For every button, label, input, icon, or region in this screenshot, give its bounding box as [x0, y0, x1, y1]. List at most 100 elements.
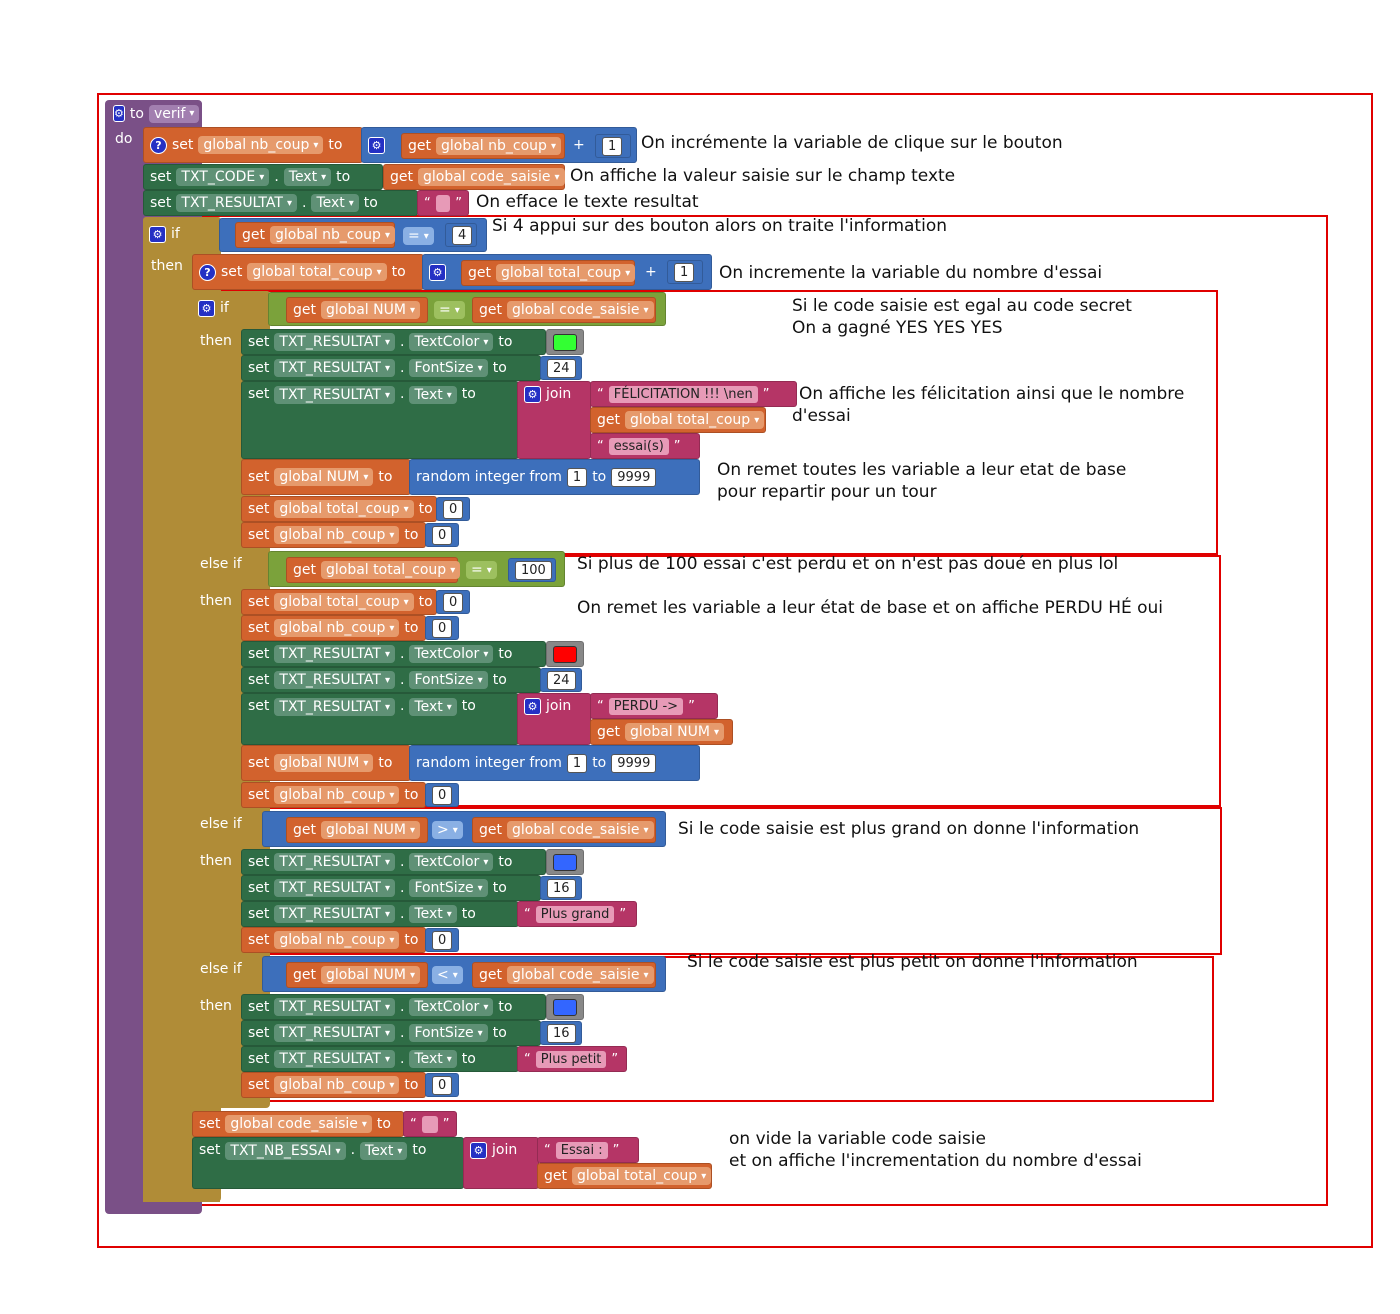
num-block[interactable]: 0	[436, 590, 470, 614]
num-block[interactable]: 0	[436, 497, 470, 521]
help-icon[interactable]: ?	[150, 136, 167, 154]
op-dropdown[interactable]: =	[403, 227, 434, 245]
get-num-block[interactable]: get global NUM	[286, 297, 428, 323]
set-total-coup-block[interactable]: ? set global total_coup to	[192, 254, 424, 290]
if-header[interactable]: ⚙ if	[143, 217, 221, 251]
set-total-coup-block[interactable]: set global total_coup to	[241, 589, 437, 615]
num-block[interactable]: 16	[540, 1021, 582, 1045]
get-code-saisie-block[interactable]: get global code_saisie	[472, 817, 656, 843]
set-resultat-fontsize-block[interactable]: set TXT_RESULTAT . FontSize to	[241, 875, 541, 901]
mutator-gear-icon[interactable]: ⚙	[149, 225, 166, 243]
get-total-coup-block[interactable]: get global total_coup	[286, 557, 461, 583]
set-nb-coup-block[interactable]: ? set global nb_coup to	[143, 127, 363, 163]
set-resultat-fontsize-block[interactable]: set TXT_RESULTAT . FontSize to	[241, 355, 541, 381]
string-block[interactable]: “ Plus petit ”	[517, 1046, 627, 1072]
set-resultat-textcolor-block[interactable]: set TXT_RESULTAT . TextColor to	[241, 641, 546, 667]
string-block[interactable]: “ FÉLICITATION !!! \nen ”	[590, 381, 797, 407]
var-dropdown[interactable]: global nb_coup	[198, 136, 324, 154]
num-block[interactable]: 1	[667, 260, 703, 284]
op-dropdown[interactable]: >	[432, 821, 463, 839]
num-block[interactable]: 0	[425, 1073, 459, 1097]
set-resultat-textcolor-block[interactable]: set TXT_RESULTAT . TextColor to	[241, 849, 546, 875]
random-integer-block[interactable]: random integer from 1 to 9999	[409, 459, 700, 495]
set-nb-coup-block[interactable]: set global nb_coup to	[241, 782, 426, 808]
set-code-saisie-block[interactable]: set global code_saisie to	[192, 1111, 404, 1137]
help-icon[interactable]: ?	[199, 263, 216, 281]
get-nb-coup-block[interactable]: get global nb_coup	[235, 222, 395, 248]
num-block[interactable]: 0	[425, 928, 459, 952]
mutator-gear-icon[interactable]: ⚙	[470, 1142, 487, 1159]
color-block-blue[interactable]	[546, 994, 584, 1020]
set-txt-resultat-text-block[interactable]: set TXT_RESULTAT . Text to	[143, 190, 418, 216]
num-block[interactable]: 24	[540, 668, 582, 692]
set-resultat-textcolor-block[interactable]: set TXT_RESULTAT . TextColor to	[241, 329, 546, 355]
set-num-block[interactable]: set global NUM to	[241, 745, 411, 781]
num-block[interactable]: 100	[508, 558, 556, 582]
op-dropdown[interactable]: <	[432, 966, 463, 984]
set-resultat-text-block[interactable]: set TXT_RESULTAT . Text to	[241, 693, 519, 745]
set-resultat-fontsize-block[interactable]: set TXT_RESULTAT . FontSize to	[241, 1020, 541, 1046]
get-code-saisie-block[interactable]: get global code_saisie	[472, 297, 656, 323]
set-nb-coup-block[interactable]: set global nb_coup to	[241, 522, 426, 548]
set-nb-coup-block[interactable]: set global nb_coup to	[241, 927, 426, 953]
get-num-block[interactable]: get global NUM	[590, 719, 733, 745]
mutator-gear-icon[interactable]: ⚙	[198, 299, 215, 317]
set-resultat-fontsize-block[interactable]: set TXT_RESULTAT . FontSize to	[241, 667, 541, 693]
join-block[interactable]: ⚙ join	[517, 693, 591, 745]
empty-string-block[interactable]: “ ”	[403, 1111, 457, 1137]
else-if-keyword: else if	[200, 556, 242, 572]
set-num-block[interactable]: set global NUM to	[241, 459, 411, 495]
string-block[interactable]: “ PERDU -> ”	[590, 693, 718, 719]
get-num-block[interactable]: get global NUM	[286, 817, 428, 843]
set-nb-essai-text-block[interactable]: set TXT_NB_ESSAI . Text to	[192, 1137, 464, 1189]
mutator-gear-icon[interactable]: ⚙	[113, 105, 125, 122]
empty-string-block[interactable]: “ ”	[417, 190, 469, 216]
set-nb-coup-block[interactable]: set global nb_coup to	[241, 1072, 426, 1098]
random-integer-block[interactable]: random integer from 1 to 9999	[409, 745, 700, 781]
mutator-gear-icon[interactable]: ⚙	[524, 698, 541, 715]
inner-if-header[interactable]: ⚙ if	[192, 291, 270, 325]
color-block-red[interactable]	[546, 641, 584, 667]
get-code-saisie-block[interactable]: get global code_saisie	[472, 962, 656, 988]
mutator-gear-icon[interactable]: ⚙	[368, 136, 385, 154]
set-resultat-textcolor-block[interactable]: set TXT_RESULTAT . TextColor to	[241, 994, 546, 1020]
set-nb-coup-block[interactable]: set global nb_coup to	[241, 615, 426, 641]
string-block[interactable]: “ Plus grand ”	[517, 901, 637, 927]
get-total-coup-block[interactable]: get global total_coup	[537, 1163, 712, 1189]
num-block[interactable]: 0	[425, 523, 459, 547]
set-resultat-text-block[interactable]: set TXT_RESULTAT . Text to	[241, 1046, 519, 1072]
op-dropdown[interactable]: =	[434, 301, 465, 319]
num-block[interactable]: 24	[540, 356, 582, 380]
mutator-gear-icon[interactable]: ⚙	[429, 263, 446, 281]
string-block[interactable]: “ essai(s) ”	[590, 433, 700, 459]
join-block[interactable]: ⚙ join	[463, 1137, 539, 1189]
comment-lost: Si plus de 100 essai c'est perdu et on n…	[577, 554, 1119, 574]
green-swatch[interactable]	[553, 333, 577, 351]
set-resultat-text-block[interactable]: set TXT_RESULTAT . Text to	[241, 381, 519, 459]
set-txt-code-text-block[interactable]: set TXT_CODE . Text to	[143, 164, 383, 190]
num-block[interactable]: 16	[540, 876, 582, 900]
num-block[interactable]: 1	[595, 134, 631, 158]
mutator-gear-icon[interactable]: ⚙	[524, 386, 541, 403]
red-swatch[interactable]	[553, 645, 577, 663]
num-block[interactable]: 0	[425, 783, 459, 807]
blue-swatch[interactable]	[553, 853, 577, 871]
procedure-header[interactable]: ⚙ to verif	[107, 101, 202, 126]
set-resultat-text-block[interactable]: set TXT_RESULTAT . Text to	[241, 901, 519, 927]
num-block[interactable]: 0	[425, 616, 459, 640]
color-block-blue[interactable]	[546, 849, 584, 875]
get-total-coup-block[interactable]: get global total_coup	[590, 407, 766, 433]
join-block[interactable]: ⚙ join	[517, 381, 591, 459]
blue-swatch[interactable]	[553, 998, 577, 1016]
num-block[interactable]: 4	[445, 223, 477, 247]
set-total-coup-block[interactable]: set global total_coup to	[241, 496, 437, 522]
string-block[interactable]: “ Essai : ”	[537, 1137, 639, 1163]
get-num-block[interactable]: get global NUM	[286, 962, 428, 988]
procedure-name[interactable]: verif	[148, 104, 200, 123]
get-nb-coup-block[interactable]: get global nb_coup	[401, 133, 565, 159]
get-code-saisie-block[interactable]: get global code_saisie	[383, 164, 565, 190]
op-dropdown[interactable]: =	[466, 561, 497, 579]
then-keyword: then	[200, 853, 232, 869]
color-block-green[interactable]	[546, 329, 584, 355]
get-total-coup-block[interactable]: get global total_coup	[461, 260, 636, 286]
